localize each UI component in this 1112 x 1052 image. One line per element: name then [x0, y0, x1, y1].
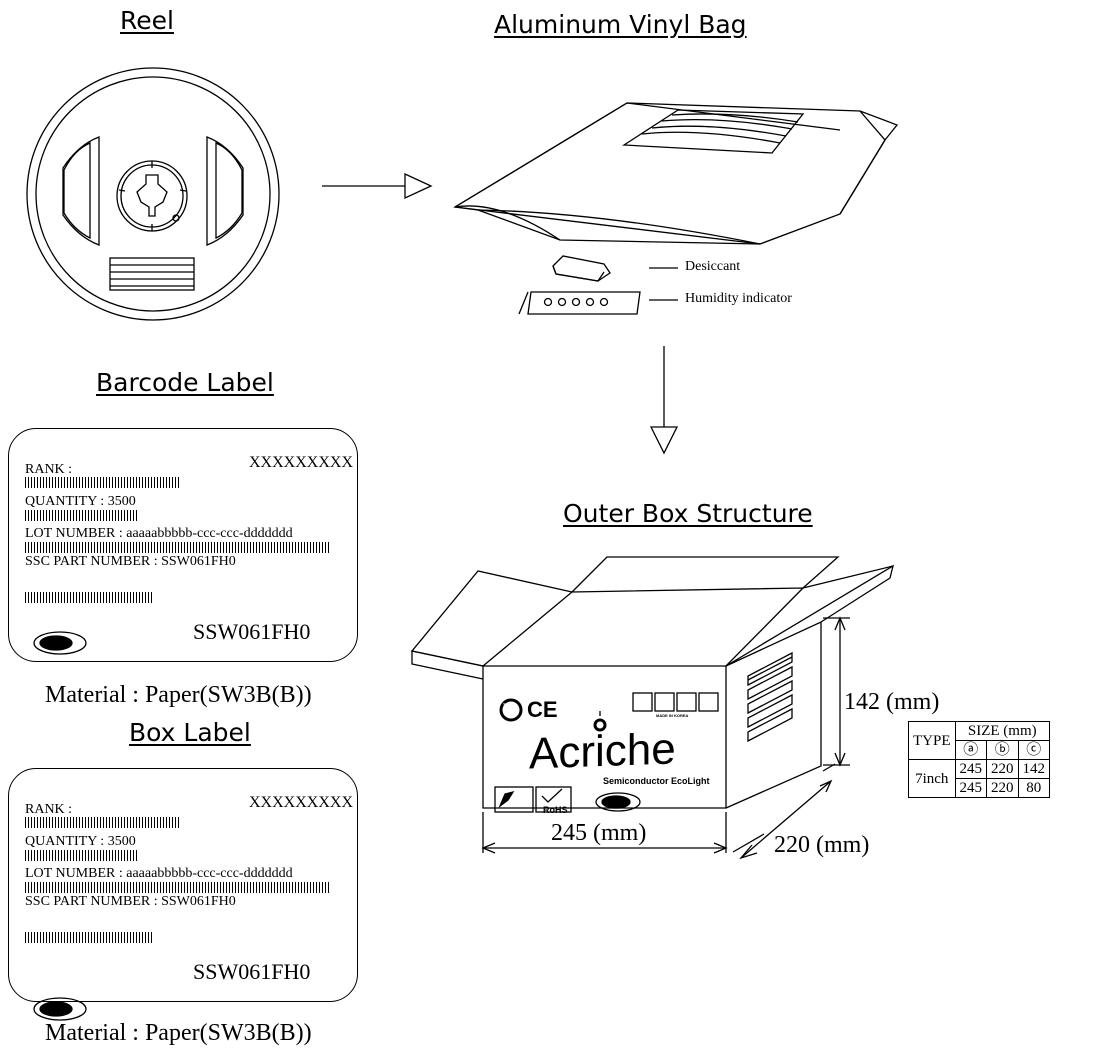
rank-value: XXXXXXXXX — [249, 794, 353, 811]
box-material: Material : Paper(SW3B(B)) — [45, 1020, 312, 1046]
barcode-material: Material : Paper(SW3B(B)) — [45, 682, 312, 708]
barcode-quantity — [25, 510, 139, 521]
table-cell: 220 — [986, 759, 1019, 779]
size-table: TYPE SIZE (mm) ⓐ ⓑ ⓒ 7inch 245 220 142 2… — [908, 721, 1050, 798]
title-barcode-label: Barcode Label — [96, 368, 274, 397]
barcode-lot — [25, 542, 329, 553]
col-b-header: ⓑ — [986, 740, 1019, 760]
size-header: SIZE (mm) — [954, 721, 1050, 741]
tuv-mark: TUV — [503, 704, 515, 710]
barcode-lot — [25, 882, 329, 893]
ce-mark: CE — [527, 697, 558, 722]
quantity-text: QUANTITY : 3500 — [25, 494, 136, 509]
outer-box-drawing — [410, 556, 895, 813]
title-bag: Aluminum Vinyl Bag — [494, 10, 747, 39]
table-cell: 142 — [1017, 759, 1050, 779]
title-outer-box: Outer Box Structure — [563, 499, 813, 528]
part-number-large: SSW061FH0 — [193, 619, 311, 644]
bag-drawing — [453, 102, 899, 245]
type-header: TYPE — [908, 721, 956, 760]
title-box-label: Box Label — [129, 718, 251, 747]
quantity-text: QUANTITY : 3500 — [25, 834, 136, 849]
part-number-text: SSC PART NUMBER : SSW061FH0 — [25, 554, 236, 569]
dimension-depth: 220 (mm) — [774, 832, 870, 858]
lot-number-text: LOT NUMBER : aaaaabbbbb-ccc-ccc-ddddddd — [25, 526, 293, 541]
barcode-part — [25, 592, 153, 603]
reel-drawing — [26, 67, 280, 321]
part-number-large: SSW061FH0 — [193, 959, 311, 984]
table-cell: 245 — [954, 778, 987, 798]
title-reel: Reel — [120, 6, 174, 35]
acriche-brand: Acriche — [529, 724, 676, 779]
rank-label: RANK : — [25, 802, 73, 817]
barcode-quantity — [25, 850, 139, 861]
rank-label: RANK : — [25, 462, 73, 477]
table-cell: 80 — [1017, 778, 1050, 798]
dimension-height: 142 (mm) — [844, 689, 940, 715]
type-value: 7inch — [908, 759, 956, 798]
made-in-korea: MADE IN KOREA — [656, 713, 689, 718]
barcode-part — [25, 932, 153, 943]
dimension-lines — [481, 616, 850, 860]
box-label-card: RANK : XXXXXXXXX QUANTITY : 3500 LOT NUM… — [8, 768, 358, 1002]
arrow-reel-to-bag — [322, 172, 433, 200]
humidity-indicator-label: Humidity indicator — [685, 291, 792, 306]
desiccant-label: Desiccant — [685, 259, 741, 274]
barcode-rank — [25, 817, 181, 828]
rohs-mark: RoHS — [543, 805, 568, 815]
acriche-subtitle: Semiconductor EcoLight — [603, 776, 710, 786]
barcode-label-card: RANK : XXXXXXXXX QUANTITY : 3500 LOT NUM… — [8, 428, 358, 662]
rank-value: XXXXXXXXX — [249, 454, 353, 471]
barcode-rank — [25, 477, 181, 488]
dimension-width: 245 (mm) — [551, 820, 647, 846]
col-a-header: ⓐ — [954, 740, 987, 760]
table-cell: 245 — [954, 759, 987, 779]
arrow-bag-to-box — [649, 346, 679, 455]
humidity-indicator-drawing — [518, 291, 678, 315]
col-c-header: ⓒ — [1017, 740, 1050, 760]
table-cell: 220 — [986, 778, 1019, 798]
part-number-text: SSC PART NUMBER : SSW061FH0 — [25, 894, 236, 909]
lot-number-text: LOT NUMBER : aaaaabbbbb-ccc-ccc-ddddddd — [25, 866, 293, 881]
desiccant-drawing — [552, 255, 678, 282]
